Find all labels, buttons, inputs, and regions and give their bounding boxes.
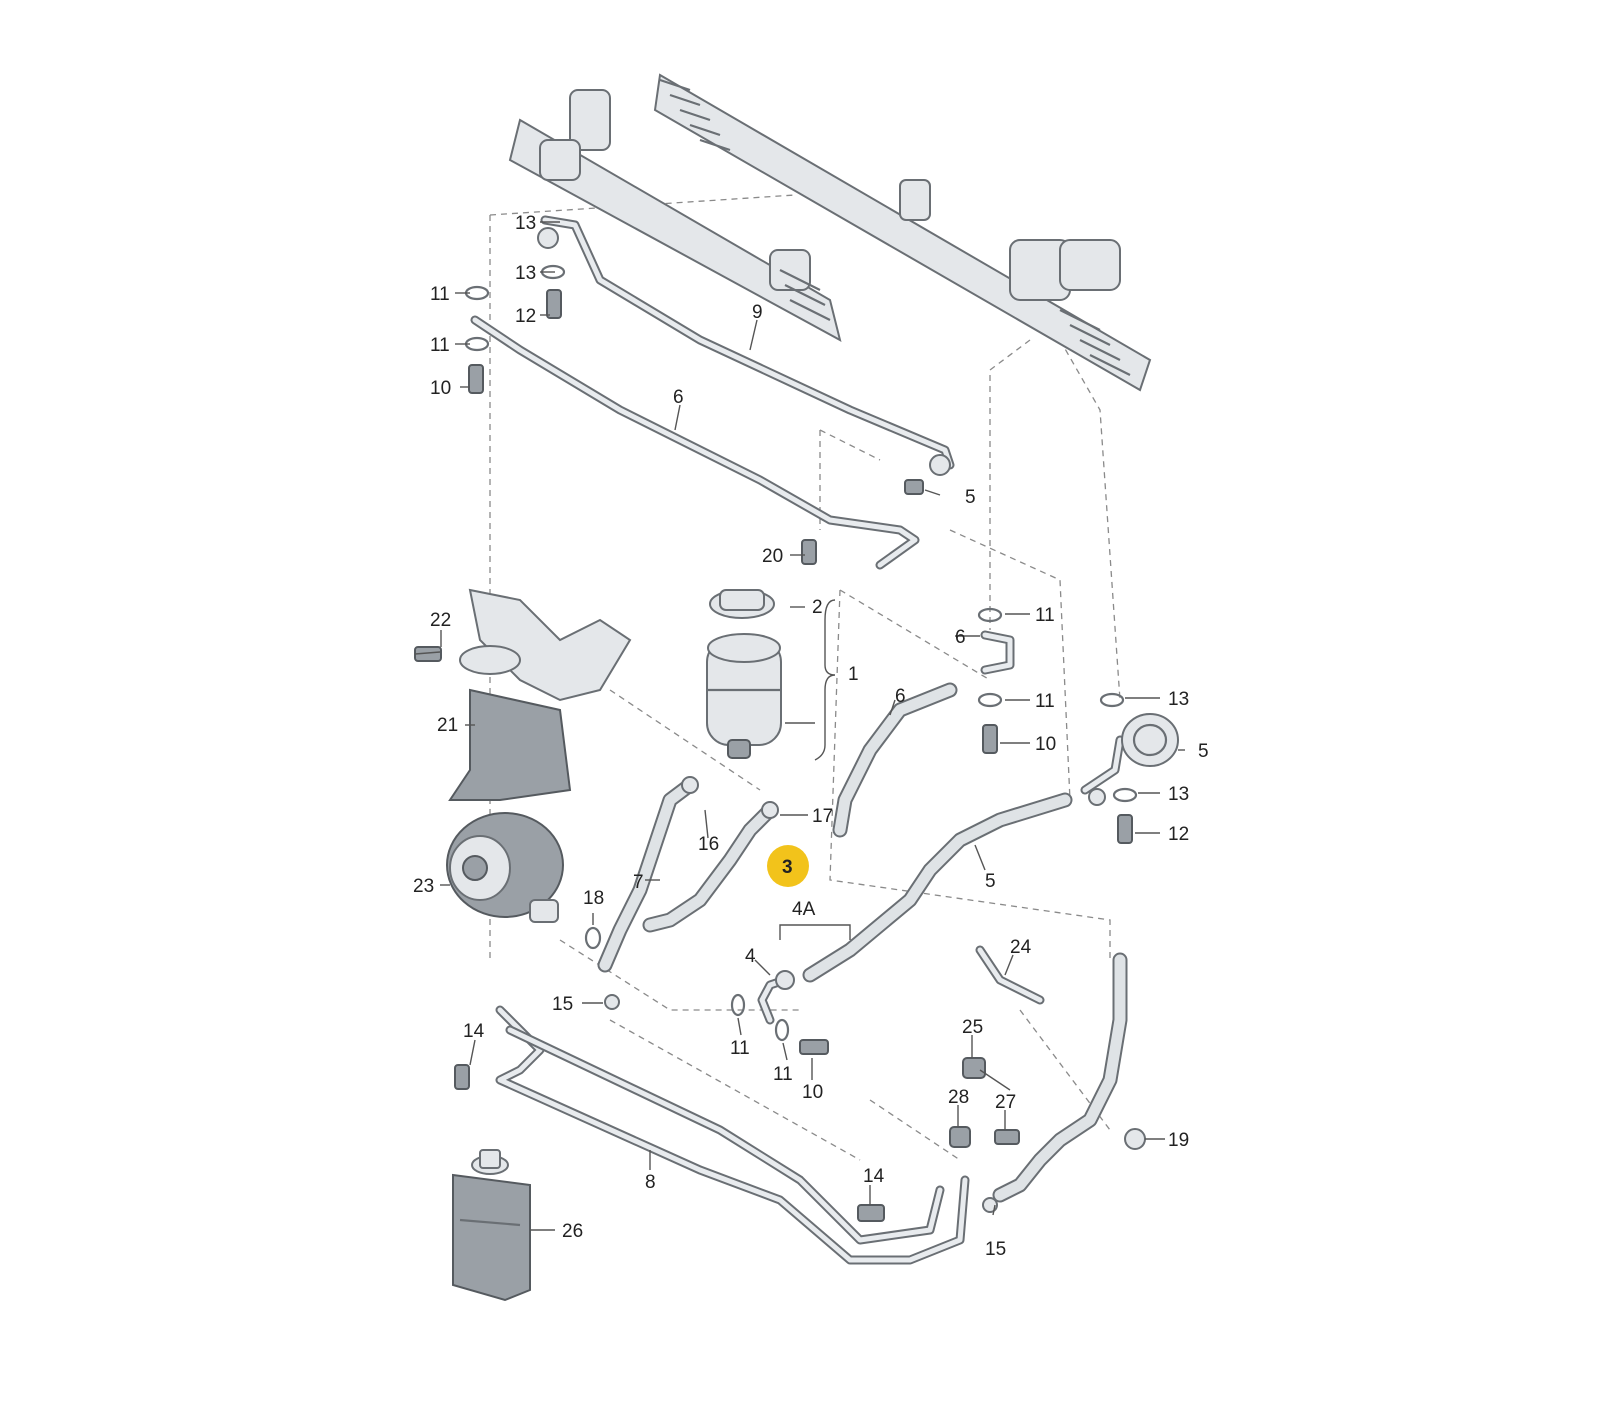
label-6-middle: 6	[895, 686, 906, 707]
label-25: 25	[962, 1017, 983, 1038]
suction-hose-7	[597, 776, 699, 973]
fittings-left-column	[464, 264, 951, 565]
line-bracket-6	[977, 607, 1015, 754]
mounting-bracket	[414, 588, 632, 801]
label-14-bottom: 14	[863, 1166, 885, 1187]
label-13-right-bottom: 13	[1168, 784, 1189, 805]
label-26: 26	[562, 1221, 583, 1242]
label-13-second: 13	[515, 263, 536, 284]
label-1: 1	[848, 664, 859, 685]
label-9: 9	[752, 302, 763, 323]
label-16: 16	[698, 834, 719, 855]
label-8: 8	[645, 1172, 656, 1193]
steering-rack	[508, 73, 1152, 392]
label-10-bottom: 10	[802, 1082, 823, 1103]
label-7: 7	[633, 872, 644, 893]
callout-labels: 13 13 11 12 11 10 9 6 5 20 2 1 22 21 11 …	[413, 213, 1209, 1260]
label-11-right-mid: 11	[1035, 691, 1055, 712]
label-2: 2	[812, 597, 823, 618]
label-11-second: 11	[430, 335, 450, 356]
label-4: 4	[745, 946, 756, 967]
highlight-marker	[767, 845, 809, 887]
label-5-top: 5	[965, 487, 976, 508]
sensor-parts	[949, 945, 1045, 1148]
power-steering-pump	[446, 812, 564, 923]
label-21: 21	[437, 715, 458, 736]
return-hose-3	[642, 801, 779, 933]
label-3-highlighted: 3	[782, 857, 793, 878]
hydraulic-fluid-can	[452, 1149, 531, 1302]
pressure-line-5	[802, 692, 1179, 983]
label-10-top: 10	[430, 378, 451, 399]
hose-6-middle	[832, 682, 958, 838]
label-23: 23	[413, 876, 434, 897]
label-4a: 4A	[792, 899, 816, 920]
fluid-reservoir	[706, 589, 782, 759]
label-28: 28	[948, 1087, 969, 1108]
label-12-right: 12	[1168, 824, 1189, 845]
return-line-19	[992, 952, 1146, 1203]
label-14-left: 14	[463, 1021, 485, 1042]
label-24: 24	[1010, 937, 1032, 958]
label-22: 22	[430, 610, 451, 631]
label-20: 20	[762, 546, 783, 567]
pressure-line-6-upper	[470, 315, 920, 570]
label-17: 17	[812, 806, 833, 827]
cooling-line-8	[454, 1005, 970, 1265]
label-13-top: 13	[515, 213, 536, 234]
label-12-top: 12	[515, 306, 536, 327]
label-5-middle: 5	[985, 871, 996, 892]
label-11-right-top: 11	[1035, 605, 1055, 626]
label-10-right: 10	[1035, 734, 1056, 755]
label-15-bottom: 15	[985, 1239, 1006, 1260]
label-11-bottom-left: 11	[730, 1038, 750, 1059]
label-6-top: 6	[673, 387, 684, 408]
label-13-right-top: 13	[1168, 689, 1189, 710]
label-leader-lines	[414, 221, 1185, 1231]
label-27: 27	[995, 1092, 1016, 1113]
fittings-center	[584, 924, 998, 1213]
label-11-bottom-right: 11	[773, 1064, 793, 1085]
label-6-right: 6	[955, 627, 966, 648]
label-11-top: 11	[430, 284, 450, 305]
label-15-left: 15	[552, 994, 573, 1015]
label-18: 18	[583, 888, 604, 909]
label-5-right: 5	[1198, 741, 1209, 762]
pressure-line-9	[537, 215, 955, 470]
label-19: 19	[1168, 1130, 1189, 1151]
